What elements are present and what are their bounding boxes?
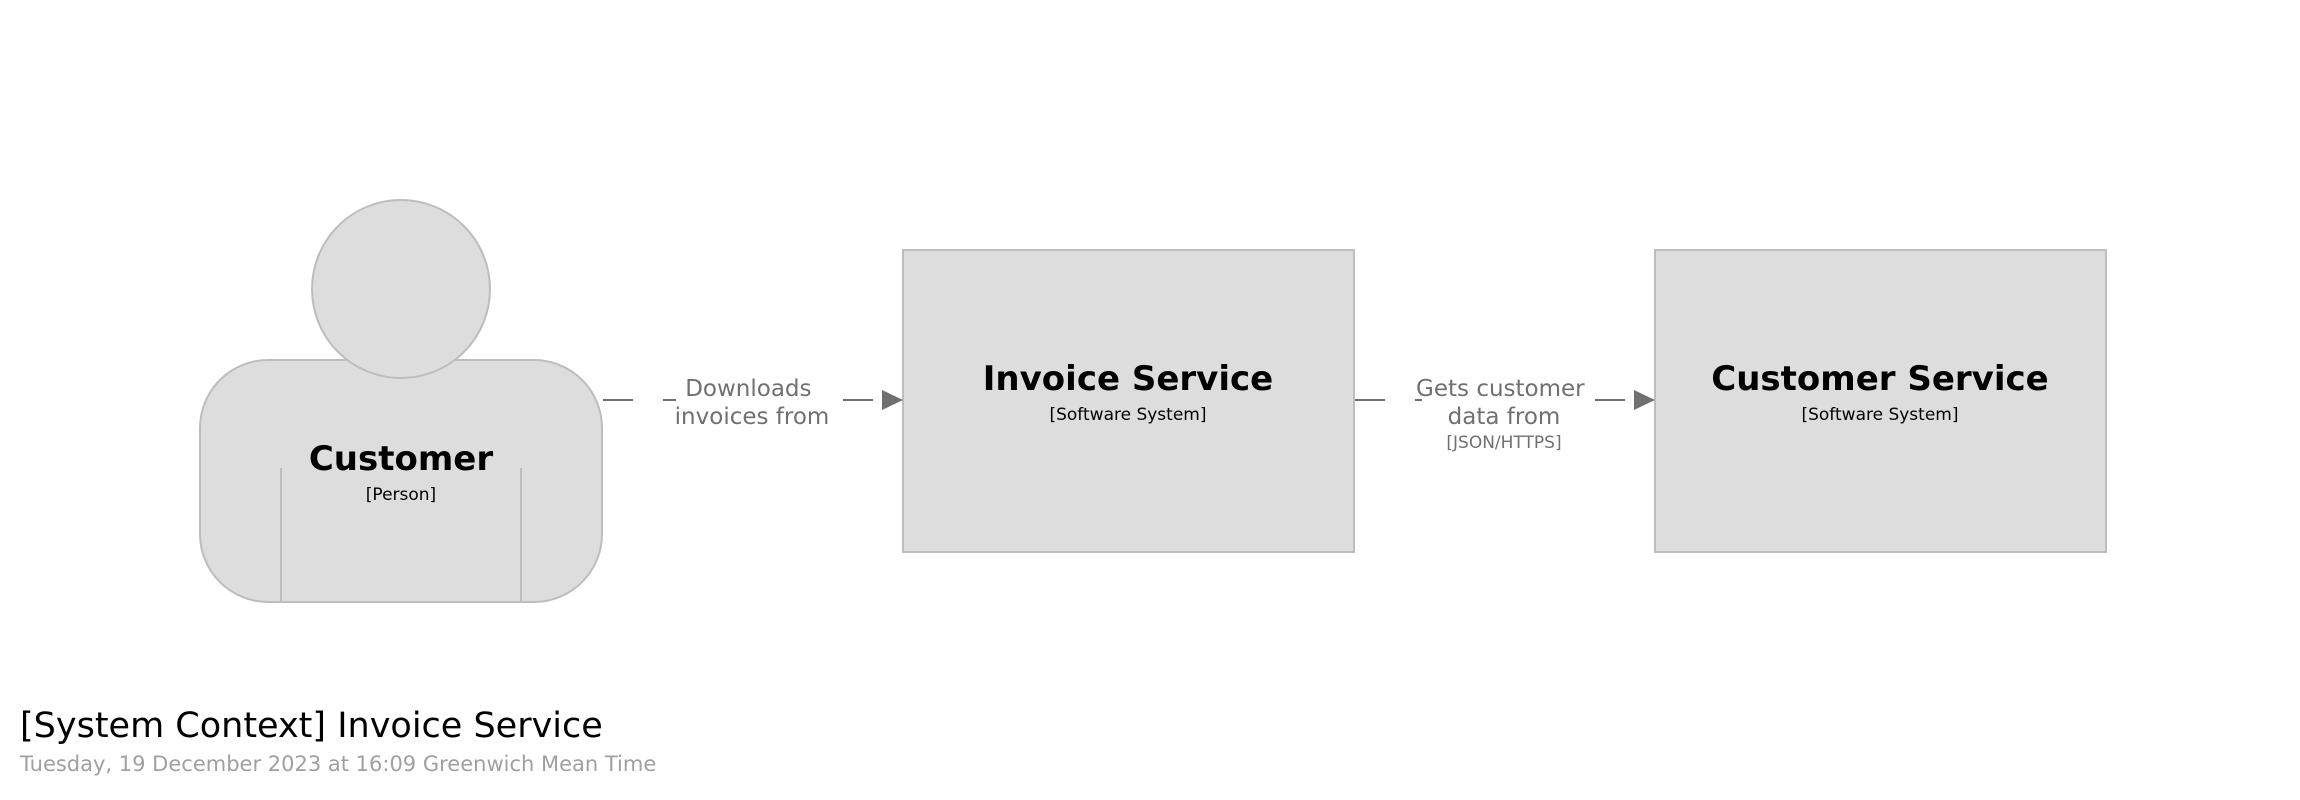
relationship-label-background xyxy=(1422,368,1587,456)
relationship-label-line-1: Gets customer xyxy=(1416,376,1585,402)
arrowhead-icon xyxy=(1634,390,1655,410)
customer-service-box xyxy=(1654,249,2107,553)
software-system-customer-service[interactable]: Customer Service [Software System] xyxy=(1654,249,2107,553)
customer-name: Customer xyxy=(309,439,493,479)
person-body xyxy=(199,359,603,603)
relationship-gets-customer-data[interactable]: Gets customer data from [JSON/HTTPS] xyxy=(1355,368,1655,456)
software-system-invoice-service[interactable]: Invoice Service [Software System] xyxy=(902,249,1355,553)
relationship-label-line-2: invoices from xyxy=(675,404,830,430)
diagram-timestamp: Tuesday, 19 December 2023 at 16:09 Green… xyxy=(20,752,657,776)
diagram-title: [System Context] Invoice Service xyxy=(20,706,603,746)
relationship-downloads-invoices[interactable]: Downloads invoices from xyxy=(603,368,903,430)
person-head xyxy=(311,199,491,379)
relationship-label-line-1: Downloads xyxy=(685,376,811,402)
invoice-service-type: [Software System] xyxy=(1049,405,1206,425)
invoice-service-box xyxy=(902,249,1355,553)
relationship-technology: [JSON/HTTPS] xyxy=(1446,433,1561,453)
customer-service-type: [Software System] xyxy=(1801,405,1958,425)
relationship-label: Gets customer data from xyxy=(1416,376,1592,430)
arrowhead-icon xyxy=(882,390,903,410)
customer-service-name: Customer Service xyxy=(1711,359,2048,399)
relationship-label: Downloads invoices from xyxy=(675,376,830,430)
relationship-label-line-2: data from xyxy=(1448,404,1561,430)
person-customer[interactable]: Customer [Person] xyxy=(199,199,603,603)
invoice-service-name: Invoice Service xyxy=(983,359,1273,399)
relationship-label-background xyxy=(676,368,830,430)
customer-type: [Person] xyxy=(366,485,436,505)
